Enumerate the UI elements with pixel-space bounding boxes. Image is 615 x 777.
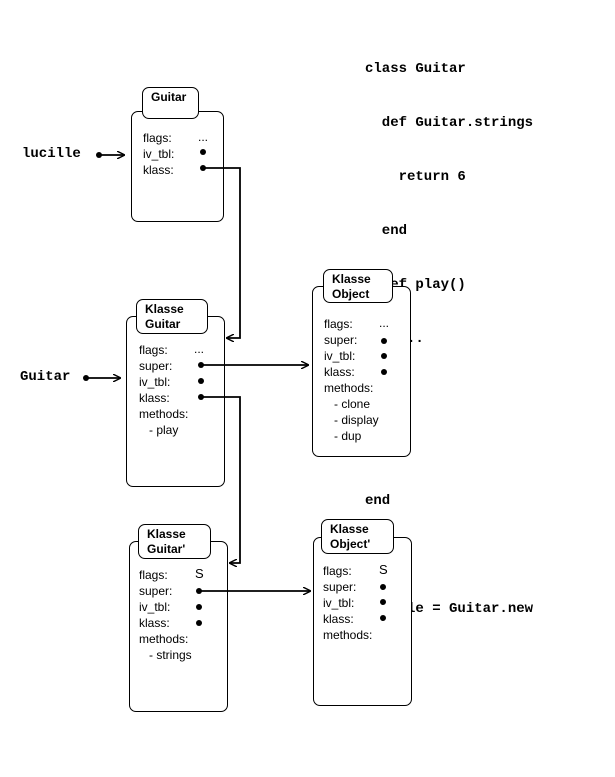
box-title-line: Klasse (147, 527, 186, 541)
box-title-line: Object (332, 287, 370, 301)
field-label: iv_tbl: (324, 349, 356, 363)
box-title-line: Guitar (145, 317, 181, 331)
field-label: iv_tbl: (139, 375, 171, 389)
pointer-dot (381, 338, 387, 344)
field-value: ... (198, 130, 209, 144)
lucille-variable-label: lucille (22, 146, 81, 162)
code-line: end (365, 493, 391, 509)
klass-pointer-arrow (203, 167, 241, 338)
field-label: iv_tbl: (323, 596, 355, 610)
box-title-line: Object' (330, 537, 371, 551)
field-label: klass: (323, 612, 354, 626)
field-label: super: (139, 359, 173, 373)
field-label: methods: (139, 632, 189, 646)
field-label: super: (139, 584, 173, 598)
field-label: methods: (139, 407, 189, 421)
field-label: super: (324, 333, 358, 347)
field-label: iv_tbl: (143, 147, 175, 161)
guitar-constant-label: Guitar (20, 369, 71, 385)
box-title-line: Klasse (145, 302, 184, 316)
field-label: iv_tbl: (139, 600, 171, 614)
method-item: - play (139, 423, 179, 437)
method-item: - dup (324, 429, 362, 443)
field-label: super: (323, 580, 357, 594)
box-title-line: Klasse (332, 272, 371, 286)
code-line: def Guitar.strings (365, 115, 534, 131)
klasse-object-title: Klasse Object (323, 269, 393, 303)
guitar-constant-pointer-arrow (83, 375, 120, 381)
guitar-object-title: Guitar (142, 87, 199, 119)
field-label: flags: (323, 564, 352, 578)
field-label: flags: (139, 568, 168, 582)
pointer-dot (198, 378, 204, 384)
field-label: flags: (139, 343, 168, 357)
code-line: end (365, 223, 408, 239)
klasse-guitar-title: Klasse Guitar (136, 299, 208, 334)
field-label: klass: (324, 365, 355, 379)
field-label: klass: (139, 616, 170, 630)
pointer-dot (380, 584, 386, 590)
klasse-guitar-box (126, 316, 225, 487)
pointer-dot (196, 620, 202, 626)
field-label: methods: (324, 381, 374, 395)
pointer-dot (200, 149, 206, 155)
field-label: methods: (323, 628, 373, 642)
klasse-object-metaclass-box (313, 537, 412, 706)
field-label: klass: (143, 163, 174, 177)
klass-pointer-arrow (201, 396, 241, 563)
code-line: return 6 (365, 169, 466, 185)
field-value: ... (194, 342, 205, 356)
box-title-line: Guitar (151, 90, 187, 104)
method-item: - clone (324, 397, 371, 411)
pointer-dot (196, 604, 202, 610)
field-label: flags: (324, 317, 353, 331)
field-label: flags: (143, 131, 172, 145)
pointer-dot (381, 369, 387, 375)
box-title-line: Guitar' (147, 542, 186, 556)
field-label: klass: (139, 391, 170, 405)
pointer-dot (380, 599, 386, 605)
field-value: S (195, 566, 204, 581)
field-value: S (379, 562, 388, 577)
field-value: ... (379, 316, 390, 330)
method-item: - strings (139, 648, 192, 662)
klasse-object-metaclass-title: Klasse Object' (321, 519, 394, 554)
klasse-guitar-metaclass-title: Klasse Guitar' (138, 524, 211, 559)
lucille-pointer-arrow (96, 152, 124, 158)
pointer-dot (380, 615, 386, 621)
code-line: class Guitar (365, 61, 466, 77)
pointer-dot (381, 353, 387, 359)
klasse-object-box (312, 286, 411, 457)
klasse-guitar-metaclass-box (129, 541, 228, 712)
method-item: - display (324, 413, 379, 427)
box-title-line: Klasse (330, 522, 369, 536)
